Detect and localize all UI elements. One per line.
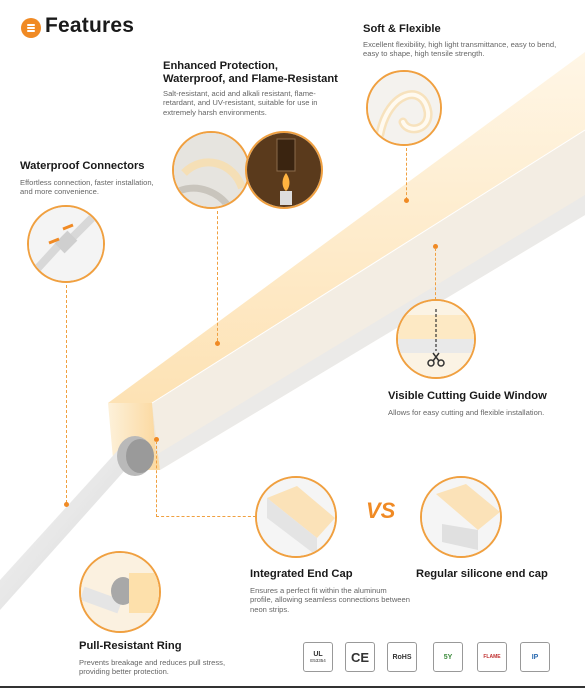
waterproof-connectors-desc: Effortless connection, faster installati… <box>20 178 154 197</box>
soft-flexible-desc: Excellent flexibility, high light transm… <box>363 40 557 59</box>
flame-retardant-cert-icon: FLAME <box>477 642 507 672</box>
warranty-cert-icon: 5Y <box>433 642 463 672</box>
scissors-icon <box>398 301 474 377</box>
cutting-window-title: Visible Cutting Guide Window <box>388 390 547 402</box>
features-logo-icon <box>21 18 41 38</box>
waterproof-connectors-title: Waterproof Connectors <box>20 160 145 172</box>
rohs-cert-icon: RoHS <box>387 642 417 672</box>
end-cap-icon <box>257 478 335 556</box>
silicone-end-cap-title: Regular silicone end cap <box>416 568 548 580</box>
bent-strip-icon <box>368 72 440 144</box>
waterproof-cert-icon: IP <box>520 642 550 672</box>
pull-ring-title: Pull-Resistant Ring <box>79 640 182 652</box>
soft-flexible-image <box>366 70 442 146</box>
enhanced-protection-desc: Salt-resistant, acid and alkali resistan… <box>163 89 318 117</box>
integrated-end-cap-image <box>255 476 337 558</box>
integrated-end-cap-title: Integrated End Cap <box>250 568 353 580</box>
pull-ring-icon <box>81 553 159 631</box>
connector-image <box>27 205 105 283</box>
vs-label: VS <box>366 498 396 523</box>
cutting-window-image <box>396 299 476 379</box>
coiled-strip-icon <box>174 133 248 207</box>
salt-resistant-image <box>172 131 250 209</box>
flame-icon <box>247 133 321 207</box>
soft-flexible-title: Soft & Flexible <box>363 23 441 35</box>
silicone-cap-icon <box>422 478 500 556</box>
connector-icon <box>29 207 103 281</box>
bottom-divider <box>0 686 585 688</box>
pull-ring-desc: Prevents breakage and reduces pull stres… <box>79 658 226 677</box>
cutting-window-desc: Allows for easy cutting and flexible ins… <box>388 408 545 417</box>
ul-cert-icon: UL E53354 <box>303 642 333 672</box>
flame-test-image <box>245 131 323 209</box>
pull-ring-image <box>79 551 161 633</box>
ce-cert-icon: CE <box>345 642 375 672</box>
silicone-end-cap-image <box>420 476 502 558</box>
page-title: Features <box>45 14 135 37</box>
enhanced-protection-title: Enhanced Protection, Waterproof, and Fla… <box>163 60 338 85</box>
integrated-end-cap-desc: Ensures a perfect fit within the aluminu… <box>250 586 410 614</box>
